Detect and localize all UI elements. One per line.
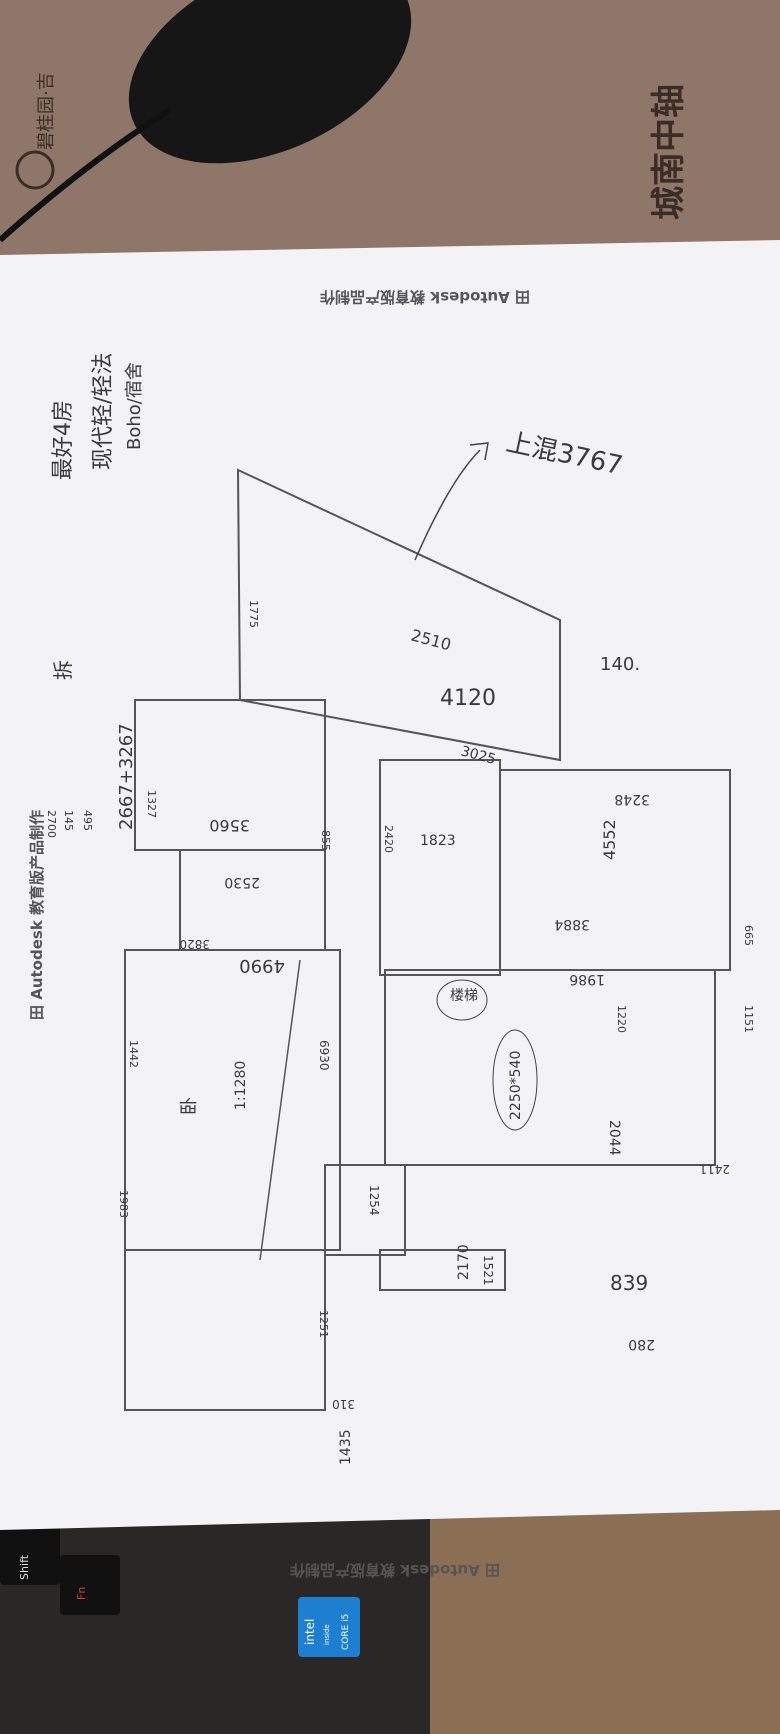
- dim: 1435: [338, 1429, 354, 1465]
- dim: 3248: [614, 791, 650, 807]
- watermark-top: 田 Autodesk 教育版产品制作: [320, 288, 530, 306]
- watermark-left: 田 Autodesk 教育版产品制作: [28, 810, 46, 1020]
- dim: 2044: [606, 1120, 622, 1156]
- dim: 1983: [117, 1190, 130, 1218]
- dim: 839: [610, 1271, 648, 1295]
- dim: 1986: [569, 971, 605, 987]
- bubble-3-text: 楼梯: [450, 988, 478, 1004]
- note-line-2: 现代轻/轻法: [91, 353, 116, 470]
- stair-bubble: [436, 979, 488, 1021]
- dimension-labels: 2510 140. 4120 3025 3248 4552 3884 1986 …: [45, 600, 755, 1465]
- note-remove: 拆: [51, 660, 75, 680]
- laptop-key-shift: [0, 1515, 60, 1585]
- key-fn-label: Fn: [75, 1587, 88, 1600]
- dim: 665: [742, 925, 755, 946]
- dim: 855: [319, 830, 332, 851]
- bubble: [492, 1029, 538, 1131]
- dim: 1521: [481, 1255, 495, 1286]
- mat-text-right: 城南中轴: [649, 84, 689, 220]
- dim: 1823: [420, 833, 456, 849]
- badge-brand: intel: [303, 1619, 317, 1645]
- mouse: [128, 0, 412, 164]
- dim: 3884: [554, 916, 590, 932]
- dim: 2700: [45, 810, 58, 838]
- dim: 4120: [440, 686, 496, 711]
- intel-badge: [298, 1597, 360, 1657]
- dim: 280: [628, 1336, 655, 1352]
- room-label: 卧: [179, 1097, 200, 1115]
- laptop-key-fn: [60, 1555, 120, 1615]
- badge-sub: inside: [323, 1624, 331, 1645]
- dim: 4990: [239, 955, 285, 976]
- dim: 4552: [600, 819, 619, 860]
- mat-text: 碧桂园·吉: [36, 72, 57, 150]
- dim: 2411: [699, 1162, 730, 1176]
- dim: 495: [81, 810, 94, 831]
- dim: 310: [332, 1397, 355, 1411]
- floor-plan-walls: [124, 468, 731, 1411]
- dim: 6930: [317, 1040, 331, 1071]
- dim: 3820: [179, 937, 210, 951]
- dim: 1442: [127, 1040, 140, 1068]
- note-line-1: 最好4房: [51, 400, 76, 480]
- dim: 1251: [317, 1310, 330, 1338]
- desk-wood: [430, 1490, 780, 1734]
- note-sum: 2667+3267: [116, 723, 137, 830]
- dim: 1254: [367, 1185, 381, 1216]
- watermark-bottom: 田 Autodesk 教育版产品制作: [290, 1561, 500, 1579]
- dim: 145: [62, 810, 75, 831]
- note-line-3: Boho/宿舍: [124, 362, 145, 450]
- dim: 2170: [456, 1244, 472, 1280]
- dim: 1151: [742, 1005, 755, 1033]
- key-shift-label: Shift: [18, 1554, 31, 1580]
- dim: 2420: [382, 825, 395, 853]
- bubble-2-text: 1:1280: [233, 1061, 249, 1110]
- mat-logo-icon: [15, 150, 55, 190]
- mouse-cable: [0, 107, 172, 243]
- dim: 1327: [145, 790, 158, 818]
- dim: 1775: [247, 600, 260, 628]
- arrow-icon: [414, 442, 489, 561]
- bubble-1-text: 2250*540: [508, 1051, 524, 1120]
- dim: 140.: [600, 654, 640, 675]
- dim: 3560: [209, 816, 250, 835]
- badge-model: CORE i5: [341, 1614, 351, 1650]
- dim: 1220: [615, 1005, 628, 1033]
- paper-sheet: [0, 240, 780, 1530]
- dim: 2530: [224, 874, 260, 890]
